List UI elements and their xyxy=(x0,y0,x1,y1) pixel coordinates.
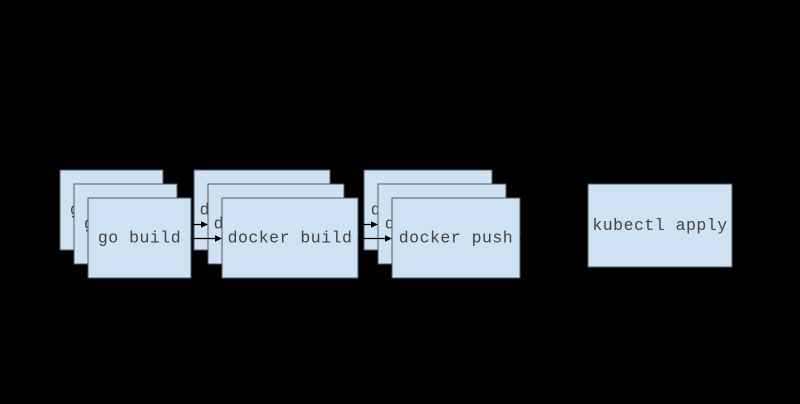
docker-build-box-front xyxy=(221,197,359,279)
docker-build-label-front: docker build xyxy=(228,229,353,248)
kubectl-apply-label: kubectl apply xyxy=(592,216,727,235)
arrows-front xyxy=(191,235,588,242)
arrow-docker-push-to-kubectl-apply-back-head xyxy=(581,207,588,214)
arrow-docker-push-to-kubectl-apply-middle-head xyxy=(581,221,588,228)
layer-front: go build docker build docker push kubect… xyxy=(87,183,733,279)
docker-push-label-front: docker push xyxy=(399,229,513,248)
arrow-docker-build-to-docker-push-back-head xyxy=(357,207,364,214)
arrow-docker-build-to-docker-push-front-head xyxy=(385,235,392,242)
arrow-go-build-to-docker-build-front-head xyxy=(215,235,222,242)
arrow-go-build-to-docker-build-middle-head xyxy=(201,221,208,228)
kubectl-apply-box xyxy=(587,183,733,268)
arrow-docker-push-to-kubectl-apply-front-head xyxy=(581,235,588,242)
go-build-box-front xyxy=(87,197,192,279)
arrow-docker-build-to-docker-push-middle-head xyxy=(371,221,378,228)
go-build-label-front: go build xyxy=(98,229,181,248)
